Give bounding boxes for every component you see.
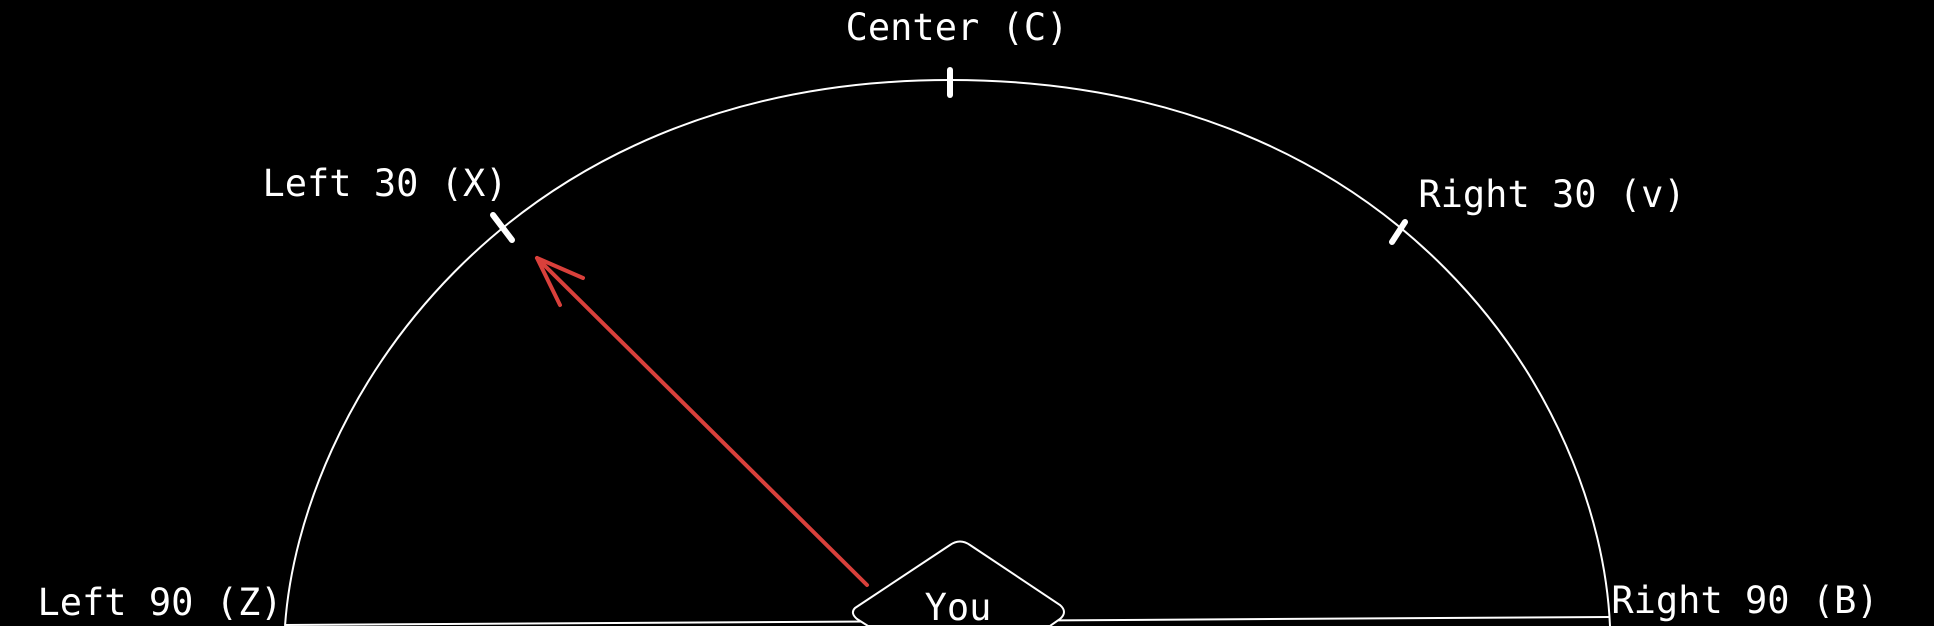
left90-label: Left 90 (Z)	[37, 581, 282, 624]
left30-label: Left 30 (X)	[262, 162, 507, 205]
you-label: You	[925, 586, 992, 626]
arrow-head	[535, 256, 585, 307]
arrow-shaft	[535, 256, 869, 587]
center-label: Center (C)	[846, 6, 1069, 49]
direction-arrow	[535, 256, 869, 587]
right30-tick	[1389, 219, 1408, 245]
left30-tick	[490, 212, 515, 243]
you-marker	[851, 540, 1065, 626]
right30-label: Right 30 (v)	[1418, 173, 1685, 216]
right90-label: Right 90 (B)	[1611, 579, 1878, 622]
